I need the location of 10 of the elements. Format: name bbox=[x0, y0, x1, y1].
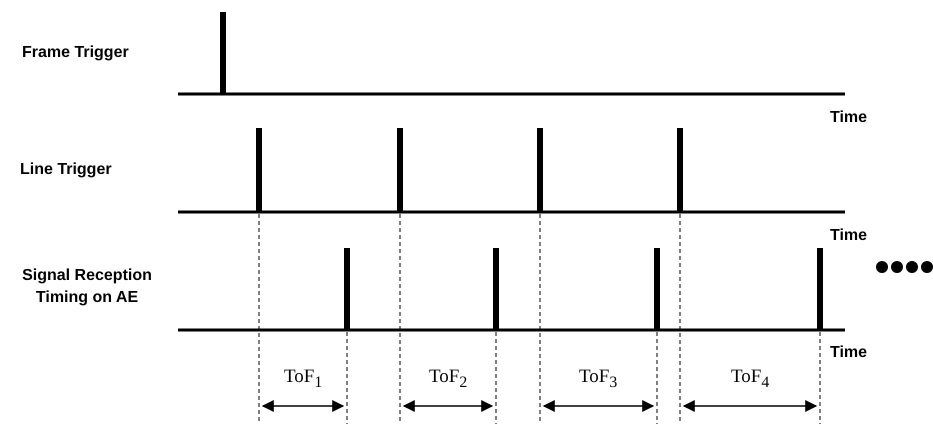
signal-label: Frame Trigger bbox=[22, 43, 130, 63]
interval-label: ToF$_{4}$ bbox=[731, 366, 770, 393]
axis-label: Time bbox=[830, 343, 868, 363]
axis-label: Time bbox=[830, 108, 868, 128]
signal-label: Signal Reception Timing on AE bbox=[21, 266, 153, 308]
interval-label: ToF$_{1}$ bbox=[284, 366, 322, 393]
signal-label: Line Trigger bbox=[20, 160, 113, 180]
interval-label: ToF$_{2}$ bbox=[429, 366, 468, 393]
interval-label: ToF$_{3}$ bbox=[579, 366, 618, 393]
axis-label: Time bbox=[830, 226, 868, 246]
